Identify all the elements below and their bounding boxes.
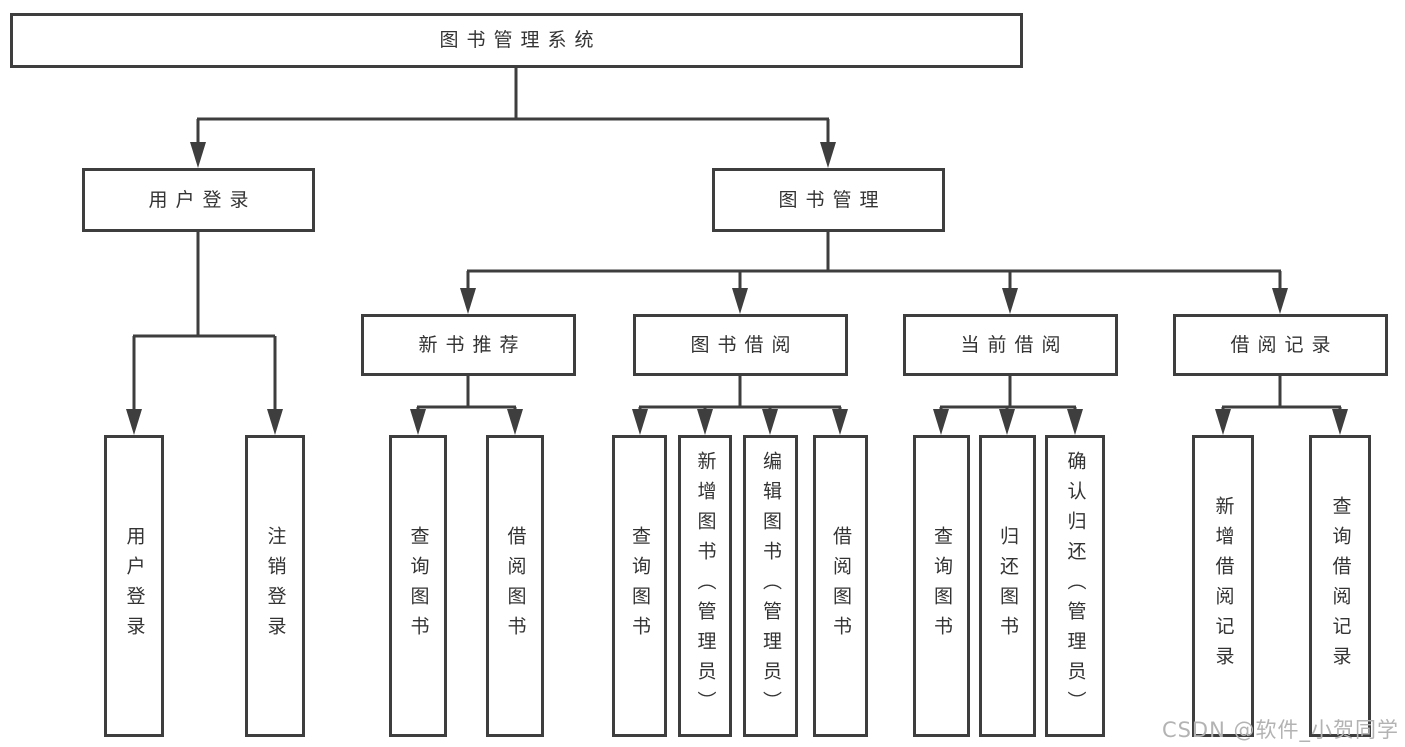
leaf-query-books-1: 查询图书 <box>389 435 447 737</box>
node-root-label: 图书管理系统 <box>439 29 602 51</box>
leaf-add-book-admin: 新增图书（管理员） <box>678 435 732 737</box>
leaf-query-books-1-label: 查询图书 <box>407 526 430 646</box>
leaf-query-books-3: 查询图书 <box>913 435 970 737</box>
node-book-borrow-label: 图书借阅 <box>690 333 799 356</box>
node-new-book-recommend: 新书推荐 <box>361 314 576 376</box>
node-user-login: 用户登录 <box>82 168 315 232</box>
leaf-return-books: 归还图书 <box>979 435 1036 737</box>
node-current-borrow-label: 当前借阅 <box>960 333 1069 356</box>
leaf-borrow-books-2-label: 借阅图书 <box>830 526 852 646</box>
leaf-return-books-label: 归还图书 <box>997 526 1019 646</box>
connector-userlogin-to-leaves <box>126 232 283 435</box>
leaf-logout-label: 注销登录 <box>264 526 287 646</box>
leaf-confirm-return-admin: 确认归还（管理员） <box>1045 435 1105 737</box>
leaf-add-borrow-record-label: 新增借阅记录 <box>1212 496 1235 676</box>
leaf-borrow-books-2: 借阅图书 <box>813 435 868 737</box>
leaf-edit-book-admin: 编辑图书（管理员） <box>743 435 798 737</box>
leaf-borrow-books-1: 借阅图书 <box>486 435 544 737</box>
node-book-borrow: 图书借阅 <box>633 314 848 376</box>
leaf-confirm-return-admin-label: 确认归还（管理员） <box>1064 451 1087 721</box>
leaf-add-book-admin-label: 新增图书（管理员） <box>694 451 717 721</box>
leaf-edit-book-admin-label: 编辑图书（管理员） <box>760 451 782 721</box>
leaf-query-borrow-record: 查询借阅记录 <box>1309 435 1371 737</box>
node-current-borrow: 当前借阅 <box>903 314 1118 376</box>
connector-bookborrow-to-leaves <box>632 376 848 435</box>
leaf-query-books-2-label: 查询图书 <box>629 526 651 646</box>
node-book-management: 图书管理 <box>712 168 945 232</box>
connector-newbook-to-leaves <box>410 376 523 435</box>
watermark: CSDN @软件_小贺同学 <box>1161 718 1399 742</box>
connector-currentborrow-to-leaves <box>933 376 1083 435</box>
node-root: 图书管理系统 <box>10 13 1023 68</box>
leaf-user-login-label: 用户登录 <box>123 526 146 646</box>
leaf-query-books-3-label: 查询图书 <box>931 526 953 646</box>
node-borrow-records-label: 借阅记录 <box>1230 333 1339 356</box>
leaf-add-borrow-record: 新增借阅记录 <box>1192 435 1254 737</box>
node-book-management-label: 图书管理 <box>778 188 887 211</box>
connector-bookmgmt-to-level3 <box>460 232 1288 314</box>
node-user-login-label: 用户登录 <box>148 188 257 211</box>
leaf-borrow-books-1-label: 借阅图书 <box>504 526 527 646</box>
connector-root-to-level2 <box>190 68 836 168</box>
node-new-book-recommend-label: 新书推荐 <box>418 333 527 356</box>
connector-records-to-leaves <box>1215 376 1348 435</box>
leaf-user-login: 用户登录 <box>104 435 164 737</box>
leaf-logout: 注销登录 <box>245 435 305 737</box>
node-borrow-records: 借阅记录 <box>1173 314 1388 376</box>
leaf-query-books-2: 查询图书 <box>612 435 667 737</box>
leaf-query-borrow-record-label: 查询借阅记录 <box>1329 496 1352 676</box>
